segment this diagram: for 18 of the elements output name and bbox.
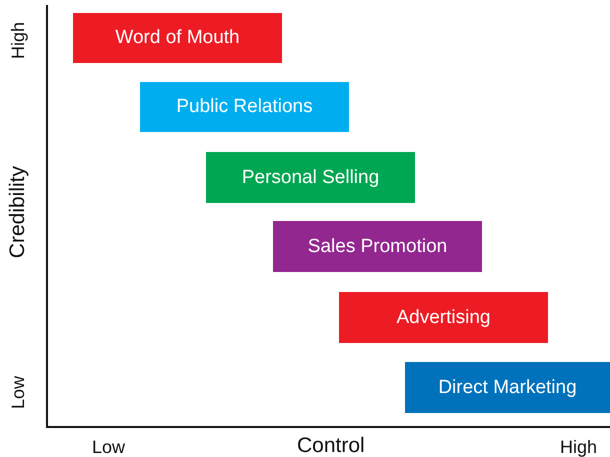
bar-label: Public Relations xyxy=(176,96,313,118)
bar-label: Direct Marketing xyxy=(438,376,577,398)
category-bar xyxy=(273,221,482,272)
axis-tick-label: Low xyxy=(9,376,27,410)
axis-tick-label: High xyxy=(560,438,598,456)
category-bar xyxy=(73,13,282,63)
bar-label: Word of Mouth xyxy=(115,27,240,49)
axis-title: Control xyxy=(297,435,365,456)
category-bar xyxy=(140,82,349,132)
bar-label: Advertising xyxy=(396,306,490,328)
axis-tick-label: High xyxy=(9,22,27,60)
category-bar xyxy=(405,362,610,413)
bar-label: Personal Selling xyxy=(242,166,380,188)
axis-title: Credibility xyxy=(7,166,28,258)
axis-tick-label: Low xyxy=(92,438,126,456)
bar-label: Sales Promotion xyxy=(308,236,448,258)
category-bar xyxy=(206,152,415,203)
category-bar xyxy=(339,292,548,343)
